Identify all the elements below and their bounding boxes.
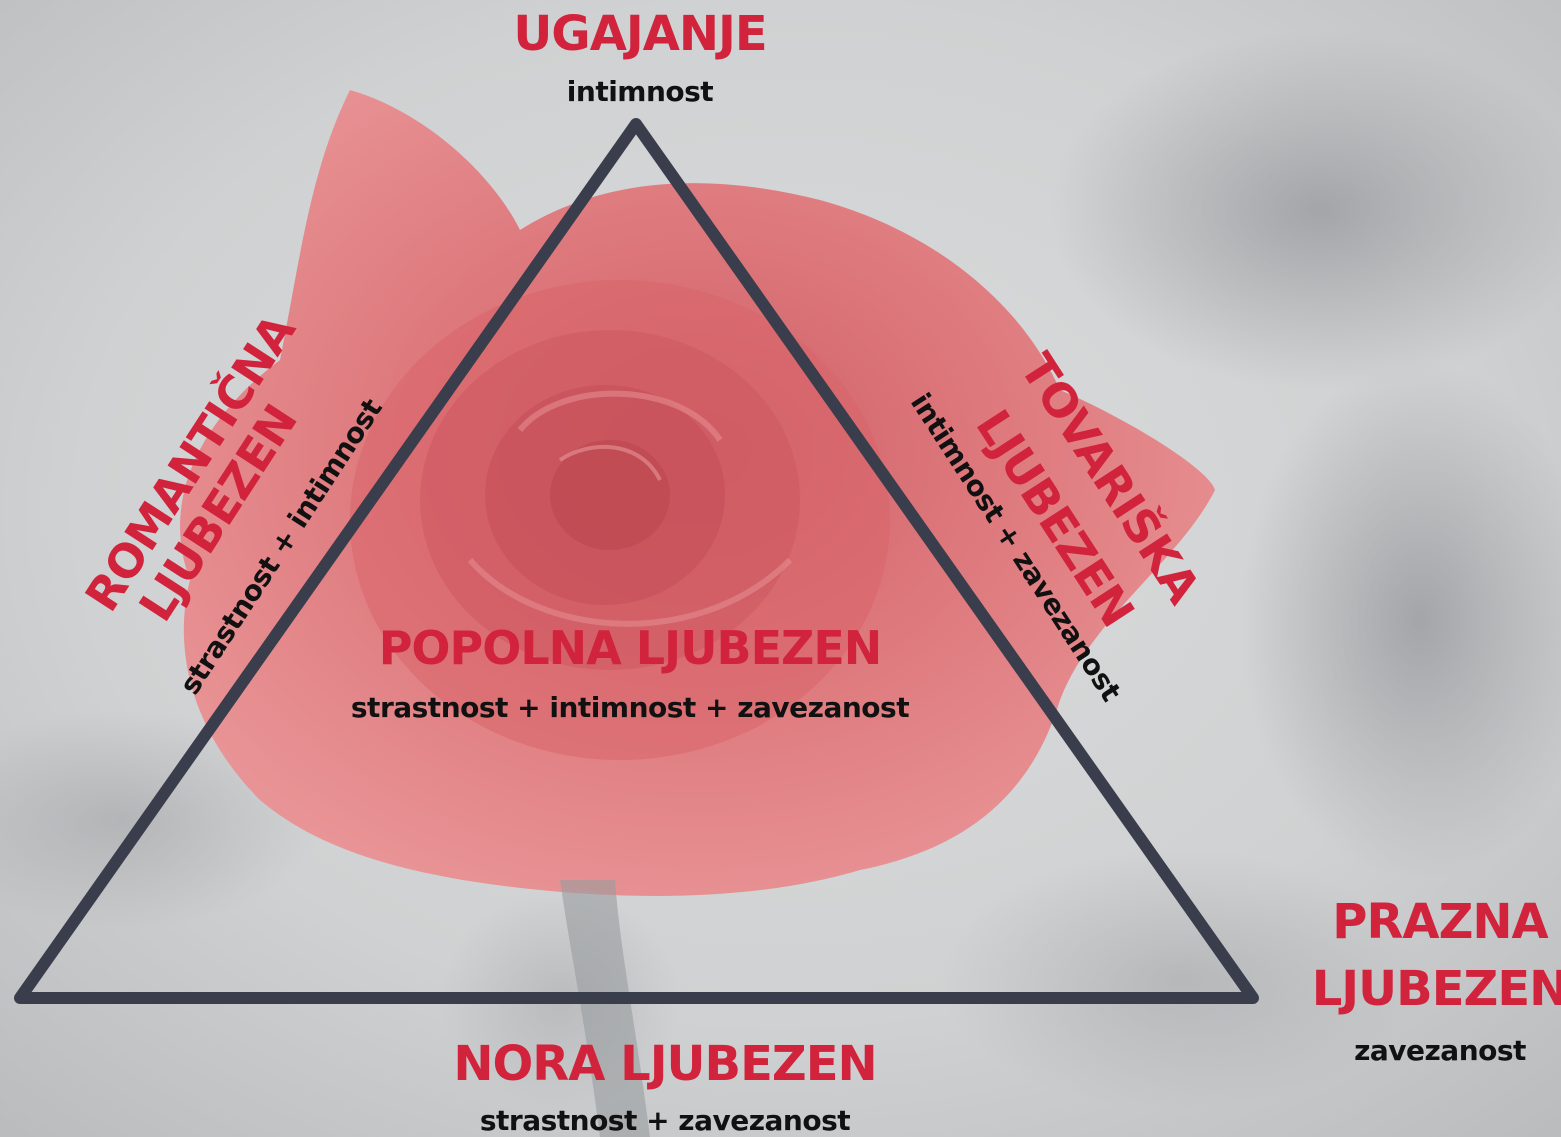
bottom-right-title-line2: LJUBEZEN (1311, 961, 1561, 1017)
top-vertex-title: UGAJANJE (513, 6, 767, 62)
bottom-side-subtitle: strastnost + zavezanost (479, 1104, 851, 1137)
bottom-right-title-line1: PRAZNA (1332, 894, 1548, 950)
bottom-right-subtitle: zavezanost (1354, 1034, 1526, 1067)
center-subtitle: strastnost + intimnost + zavezanost (350, 691, 910, 724)
bottom-side-title: NORA LJUBEZEN (453, 1036, 877, 1092)
center-title: POPOLNA LJUBEZEN (378, 621, 883, 675)
top-vertex-subtitle: intimnost (566, 75, 714, 108)
triangle-outline (14, 118, 1259, 1004)
